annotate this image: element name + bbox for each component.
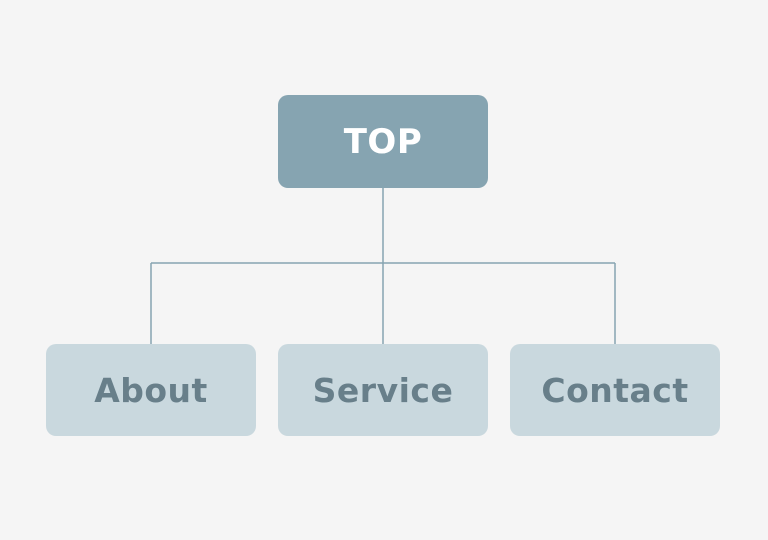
node-contact: Contact	[510, 344, 720, 436]
node-service: Service	[278, 344, 488, 436]
node-about: About	[46, 344, 256, 436]
node-top: TOP	[278, 95, 488, 188]
